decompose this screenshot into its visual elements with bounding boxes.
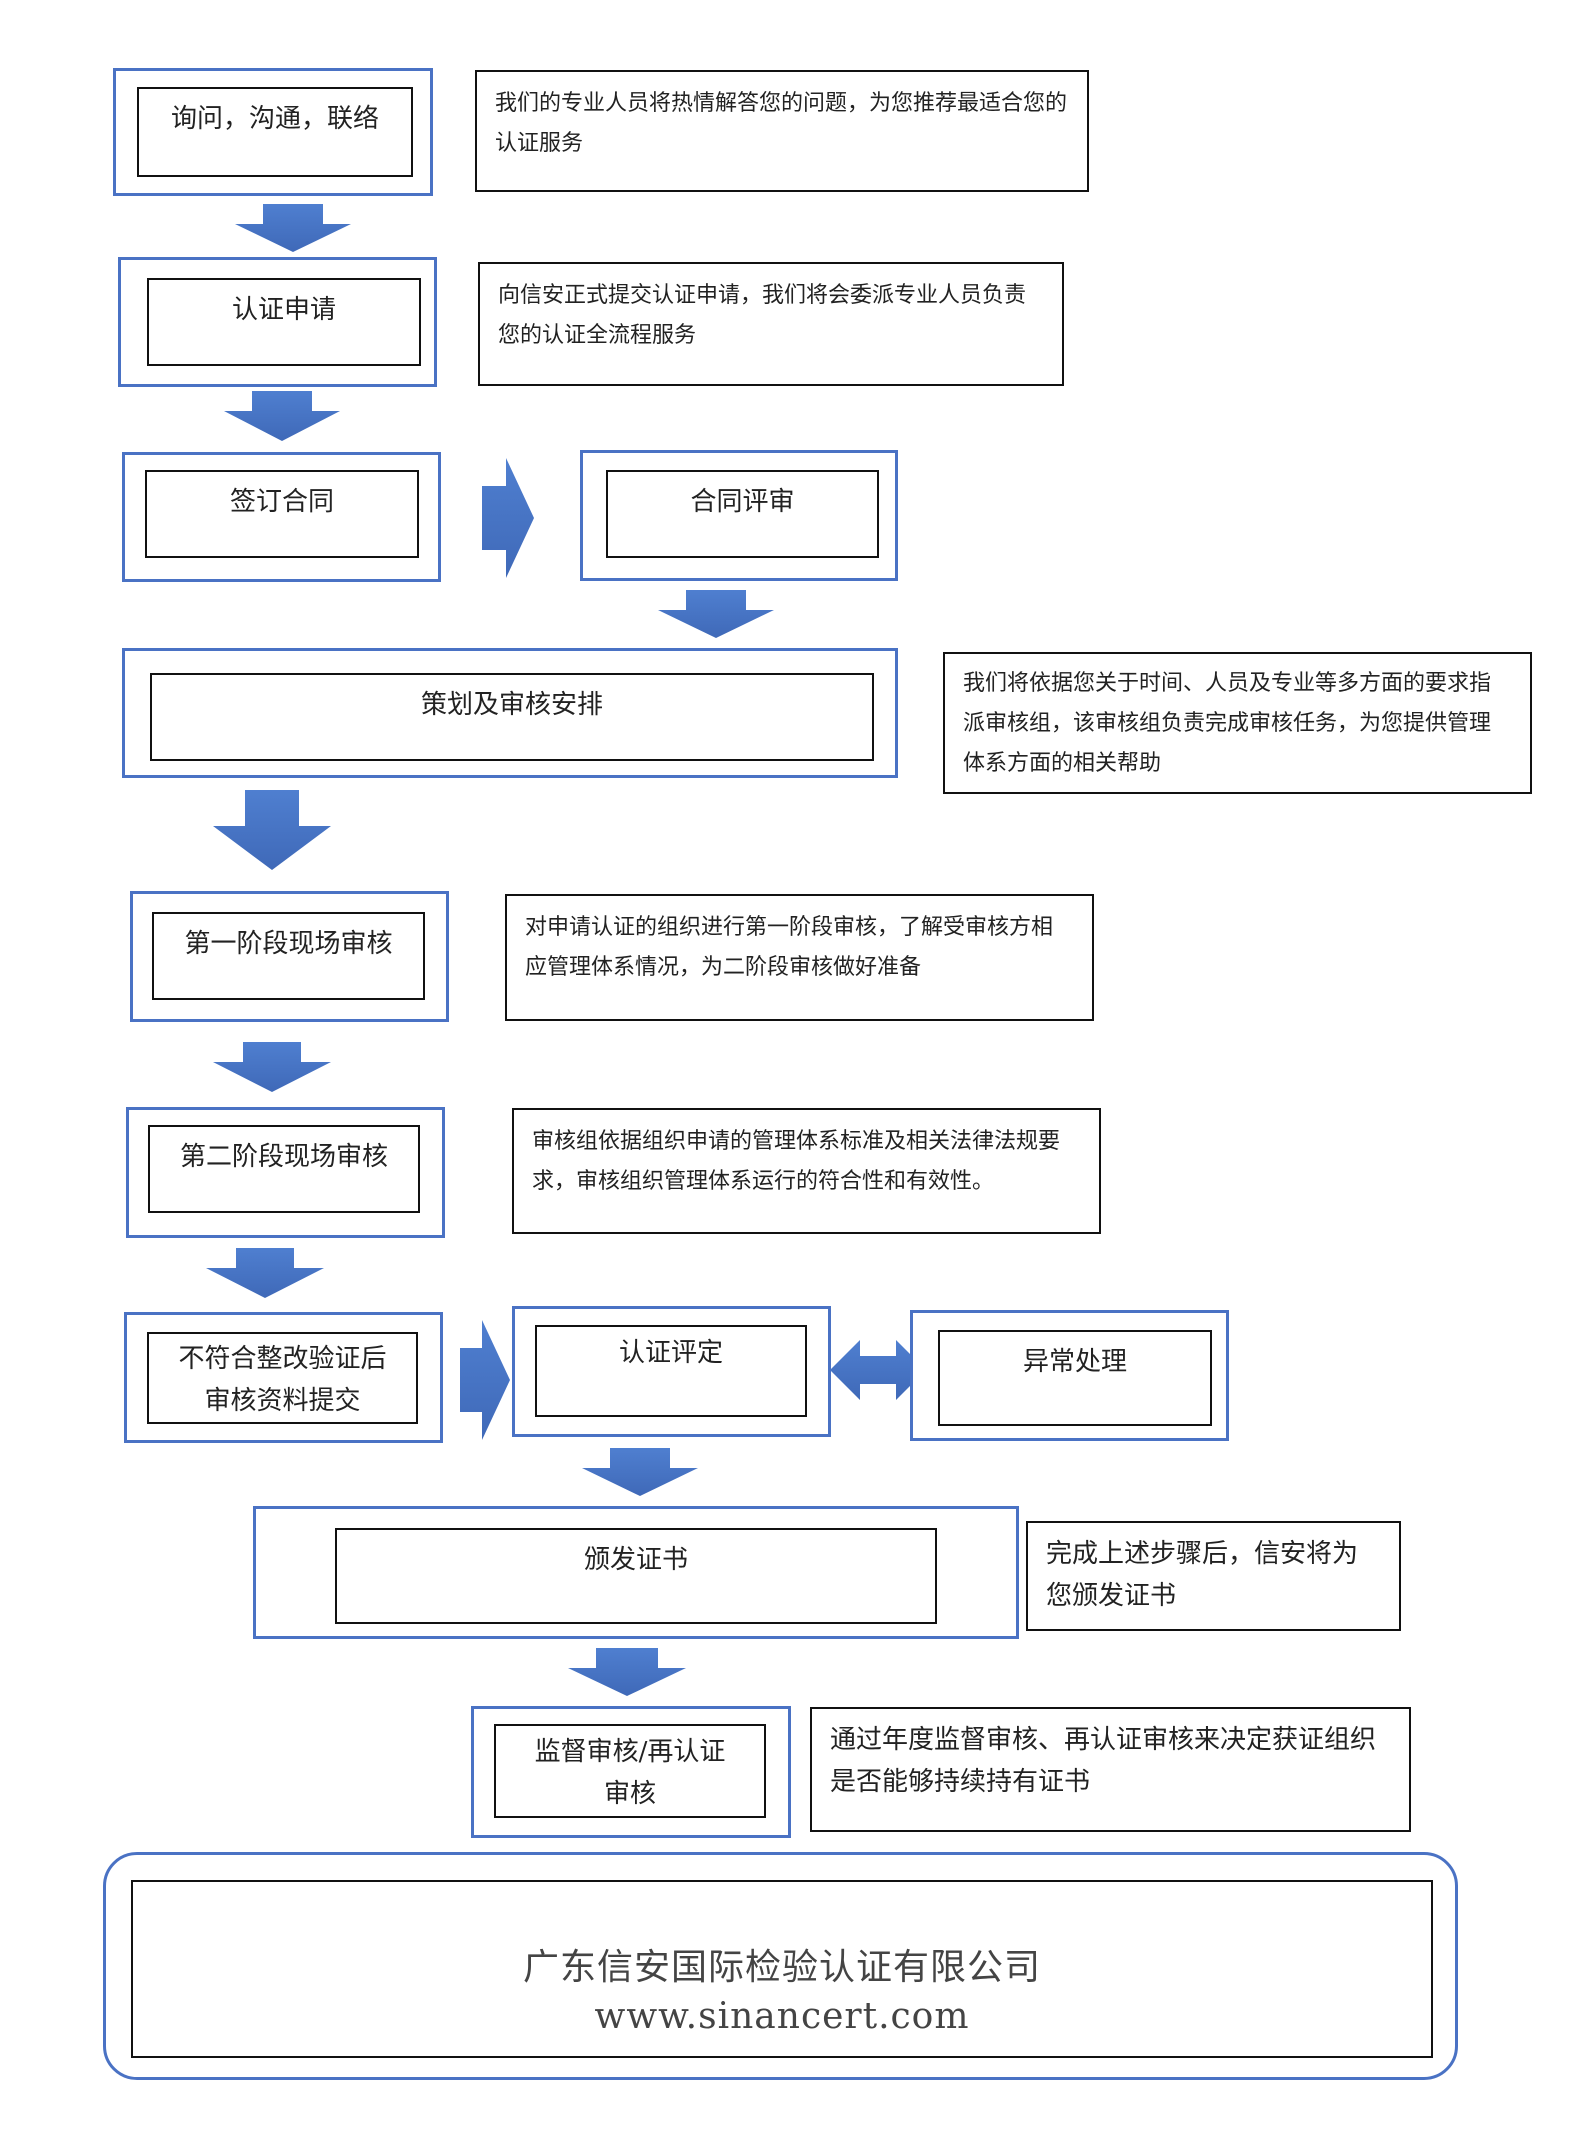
company-name: 广东信安国际检验认证有限公司	[522, 1947, 1041, 1988]
step-stage2-label: 第二阶段现场审核	[179, 1142, 388, 1172]
arrow-double-exception	[830, 1340, 926, 1400]
step-surveillance-label-line1: 监督审核/再认证	[534, 1737, 726, 1767]
arrow-down-5	[213, 1042, 331, 1092]
step-surveillance-note: 通过年度监督审核、再认证审核来决定获证组织是否能够持续持有证书	[810, 1707, 1411, 1832]
arrow-down-6	[206, 1248, 324, 1298]
step-stage1-box[interactable]: 第一阶段现场审核	[152, 912, 425, 1000]
arrow-down-3	[658, 590, 774, 638]
step-exception-label: 异常处理	[1022, 1347, 1127, 1377]
arrow-down-1	[235, 204, 351, 252]
arrow-down-4	[213, 790, 331, 870]
arrow-right-evaluation	[460, 1320, 510, 1440]
step-planning-label: 策划及审核安排	[420, 690, 603, 720]
step-issue-note: 完成上述步骤后，信安将为您颁发证书	[1026, 1521, 1401, 1631]
step-issue-label: 颁发证书	[583, 1545, 688, 1575]
step-nonconformity-box[interactable]: 不符合整改验证后 审核资料提交	[147, 1332, 418, 1424]
step-application-label: 认证申请	[231, 295, 336, 325]
step-issue-box[interactable]: 颁发证书	[335, 1528, 937, 1624]
company-website[interactable]: www.sinancert.com	[594, 1996, 970, 2037]
step-evaluation-label: 认证评定	[618, 1338, 723, 1368]
step-nonconformity-label-line1: 不符合整改验证后	[178, 1344, 387, 1374]
step-stage1-label: 第一阶段现场审核	[184, 929, 393, 959]
step-inquiry-note: 我们的专业人员将热情解答您的问题，为您推荐最适合您的认证服务	[475, 70, 1089, 192]
step-evaluation-box[interactable]: 认证评定	[535, 1325, 807, 1417]
step-stage2-box[interactable]: 第二阶段现场审核	[148, 1125, 420, 1213]
step-exception-box[interactable]: 异常处理	[938, 1330, 1212, 1426]
step-inquiry-label: 询问，沟通，联络	[170, 104, 379, 134]
step-surveillance-box[interactable]: 监督审核/再认证 审核	[494, 1724, 766, 1818]
arrow-down-8	[568, 1648, 686, 1696]
step-contract-label: 签订合同	[229, 487, 334, 517]
step-contract-review-label: 合同评审	[690, 487, 795, 517]
arrow-down-2	[224, 391, 340, 441]
step-inquiry-box[interactable]: 询问，沟通，联络	[137, 87, 413, 177]
footer-box: 广东信安国际检验认证有限公司 www.sinancert.com	[131, 1880, 1433, 2058]
step-stage1-note: 对申请认证的组织进行第一阶段审核，了解受审核方相应管理体系情况，为二阶段审核做好…	[505, 894, 1094, 1021]
step-planning-note: 我们将依据您关于时间、人员及专业等多方面的要求指派审核组，该审核组负责完成审核任…	[943, 652, 1532, 794]
step-nonconformity-label-line2: 审核资料提交	[204, 1386, 361, 1416]
footer-frame	[103, 1852, 1458, 2080]
step-application-box[interactable]: 认证申请	[147, 278, 421, 366]
arrow-down-7	[582, 1448, 698, 1496]
step-stage2-note: 审核组依据组织申请的管理体系标准及相关法律法规要求，审核组织管理体系运行的符合性…	[512, 1108, 1101, 1234]
arrow-right-contract	[482, 458, 534, 578]
step-surveillance-label-line2: 审核	[603, 1779, 656, 1809]
step-planning-box[interactable]: 策划及审核安排	[150, 673, 874, 761]
step-contract-review-box[interactable]: 合同评审	[606, 470, 879, 558]
step-contract-box[interactable]: 签订合同	[145, 470, 419, 558]
step-application-note: 向信安正式提交认证申请，我们将会委派专业人员负责您的认证全流程服务	[478, 262, 1064, 386]
